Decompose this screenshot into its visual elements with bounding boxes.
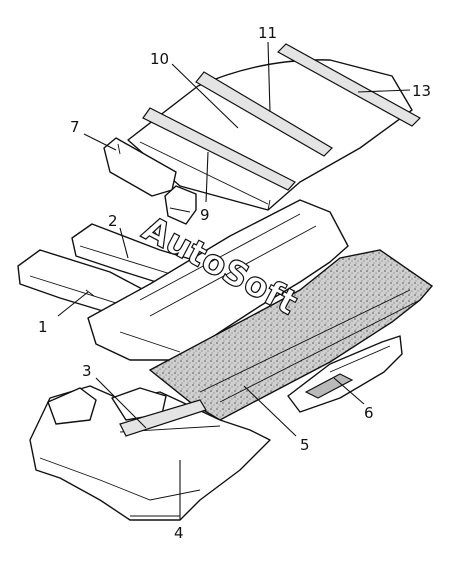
callout-13: 13	[412, 82, 431, 100]
callout-9: 9	[200, 206, 210, 224]
leader-10	[171, 63, 239, 129]
leader-1	[57, 291, 89, 317]
leader-11	[267, 41, 271, 113]
callout-10: 10	[150, 50, 169, 68]
main-floor-pan	[29, 385, 271, 521]
floor-reinforcement	[119, 399, 207, 437]
windshield-header	[142, 107, 296, 191]
leader-7	[83, 133, 117, 151]
callout-7: 7	[70, 118, 80, 136]
callout-3: 3	[82, 362, 92, 380]
leader-13	[357, 89, 411, 93]
leader-lines	[57, 41, 411, 520]
mirror-bracket	[164, 185, 197, 225]
roof-bow-rib	[195, 71, 333, 157]
callout-1: 1	[38, 318, 48, 336]
leader-5	[243, 385, 297, 437]
rear-floor-pan	[148, 249, 434, 421]
rear-roof-rail	[277, 43, 421, 127]
leader-3	[95, 377, 147, 429]
rear-crossmember	[287, 335, 403, 413]
callout-2: 2	[108, 212, 118, 230]
leader-6	[333, 377, 365, 405]
leader-2	[119, 227, 129, 259]
callout-4: 4	[174, 524, 184, 542]
callout-6: 6	[364, 404, 374, 422]
callout-5: 5	[300, 436, 310, 454]
leader-9	[205, 151, 209, 203]
callout-11: 11	[258, 24, 277, 42]
central-floor-tunnel	[87, 199, 349, 361]
